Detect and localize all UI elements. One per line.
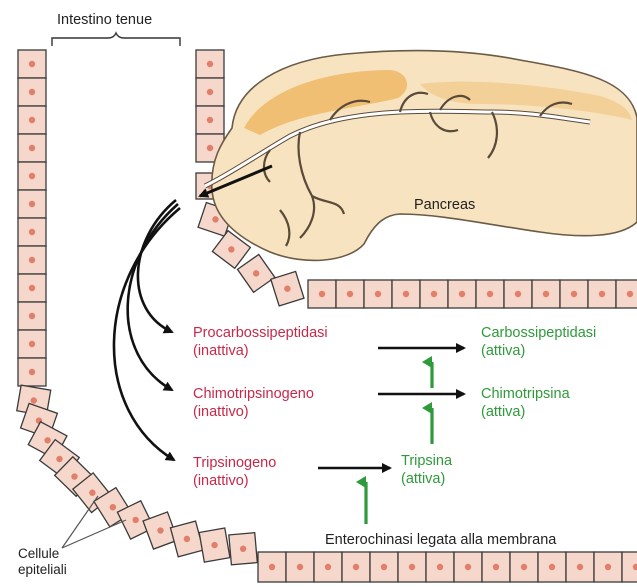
epithelial-cell <box>286 552 314 582</box>
epithelial-cell <box>18 162 46 190</box>
intestine-label: Intestino tenue <box>57 11 152 29</box>
epithelial-cell <box>18 190 46 218</box>
epithelial-cell <box>18 302 46 330</box>
epithelial-cell <box>560 280 588 308</box>
epithelial-cell <box>196 106 224 134</box>
activation-arrows <box>366 362 432 524</box>
epithelial-cell <box>199 528 230 562</box>
chymotrypsinogen-label: Chimotripsinogeno(inattivo) <box>193 385 314 421</box>
epithelial-cell <box>476 280 504 308</box>
epithelial-cell <box>588 280 616 308</box>
epithelial-cell <box>18 50 46 78</box>
chymotrypsin-label: Chimotripsina(attiva) <box>481 385 570 421</box>
pancreas-label: Pancreas <box>414 196 475 214</box>
epithelial-cell <box>18 134 46 162</box>
epithelial-cell <box>364 280 392 308</box>
epithelial-cell <box>510 552 538 582</box>
epithelial-cell <box>370 552 398 582</box>
epithelial-cell <box>566 552 594 582</box>
epithelial-cell <box>622 552 637 582</box>
epithelial-cell <box>229 533 257 565</box>
epithelial-cell <box>426 552 454 582</box>
epithelial-cell <box>18 358 46 386</box>
trypsin-label: Tripsina(attiva) <box>401 452 452 488</box>
epithelial-cell <box>18 78 46 106</box>
epithelial-cell <box>532 280 560 308</box>
epithelial-cell <box>616 280 637 308</box>
pancreas-organ <box>205 51 637 261</box>
epithelial-cell <box>170 521 203 557</box>
epithelial-cell <box>336 280 364 308</box>
epithelial-cell <box>196 78 224 106</box>
carboxypeptidase-label: Carbossipeptidasi(attiva) <box>481 324 596 360</box>
epithelial-cell <box>18 246 46 274</box>
epithelial-cell <box>196 50 224 78</box>
epithelial-cell <box>482 552 510 582</box>
epithelial-cell <box>237 254 274 292</box>
epithelial-cell <box>258 552 286 582</box>
epithelial-cell <box>504 280 532 308</box>
epithelial-cell <box>594 552 622 582</box>
conversion-arrows <box>318 348 464 468</box>
epithelial-cell <box>342 552 370 582</box>
epithelial-cell <box>271 271 304 305</box>
epithelial-cell <box>454 552 482 582</box>
epithelial-cell <box>538 552 566 582</box>
epithelial-cell <box>18 330 46 358</box>
enterokinase-label: Enterochinasi legata alla membrana <box>323 531 558 549</box>
epithelial-cell <box>18 274 46 302</box>
epithelial-cell <box>314 552 342 582</box>
epithelial-cell <box>308 280 336 308</box>
epithelial-cell <box>420 280 448 308</box>
epithelial-cell <box>18 218 46 246</box>
intestine-bracket <box>52 33 180 46</box>
epithelial-cell <box>18 106 46 134</box>
trypsinogen-label: Tripsinogeno(inattivo) <box>193 454 276 490</box>
epithelial-cell <box>398 552 426 582</box>
procarboxypeptidase-label: Procarbossipeptidasi(inattiva) <box>193 324 328 360</box>
delivery-arrows <box>114 200 180 460</box>
epithelial-cell <box>448 280 476 308</box>
epithelial-cell <box>392 280 420 308</box>
